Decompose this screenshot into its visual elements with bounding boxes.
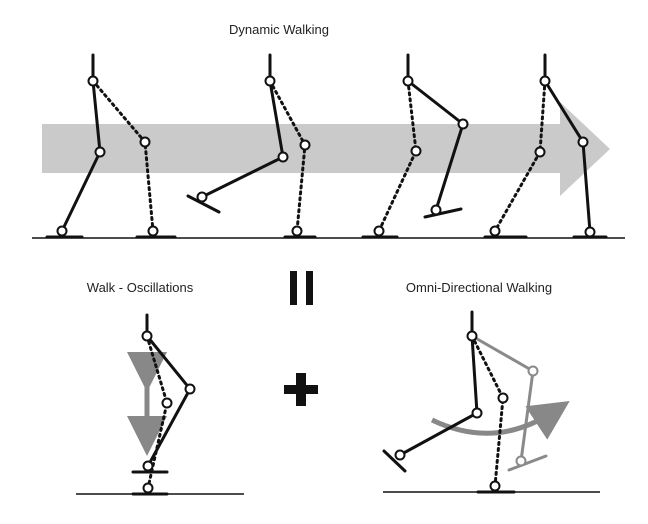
- forward-motion-arrow-icon: [42, 102, 610, 196]
- knee-joint: [94, 146, 106, 158]
- stick-figure-2: [186, 53, 317, 239]
- stick-figure-oscillation: [131, 313, 196, 496]
- ankle-joint: [147, 225, 159, 237]
- title-omni-directional-walking: Omni-Directional Walking: [406, 280, 552, 295]
- equals-sign-icon: [290, 271, 313, 305]
- ghost-leg: [470, 334, 548, 472]
- stick-figure-4: [483, 53, 608, 239]
- hip-joint: [87, 75, 99, 87]
- knee-joint: [139, 136, 151, 148]
- stick-figure-1: [45, 53, 177, 239]
- title-walk-oscillations: Walk - Oscillations: [87, 280, 194, 295]
- stick-figure-omni: [382, 310, 516, 494]
- ankle-joint: [56, 225, 68, 237]
- plus-sign-icon: [284, 373, 318, 406]
- title-dynamic-walking: Dynamic Walking: [229, 22, 329, 37]
- stick-figure-3: [361, 53, 469, 239]
- rotation-arrow-icon: [430, 401, 570, 440]
